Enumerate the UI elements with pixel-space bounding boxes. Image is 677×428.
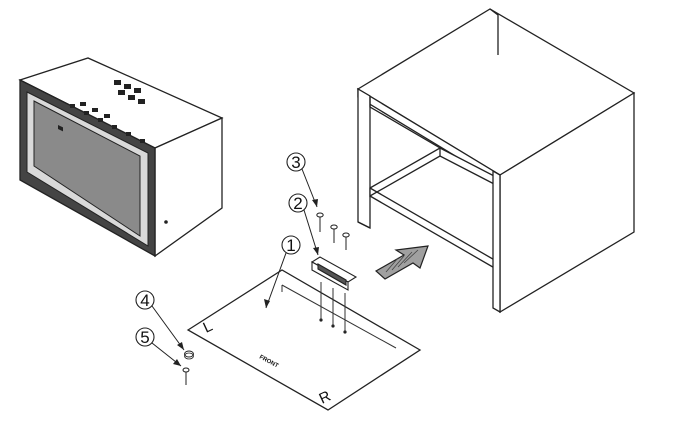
metal-bracket <box>310 256 358 291</box>
callout-1: 1 <box>264 235 301 309</box>
cabinet-back-edge <box>489 8 499 55</box>
callout-2-label: 2 <box>293 194 302 213</box>
bracket-slot <box>317 263 347 286</box>
tv-screen <box>33 100 141 237</box>
callout-2: 2 <box>288 193 319 256</box>
screw-3 <box>342 232 350 250</box>
callout-4: 4 <box>135 290 185 351</box>
cabinet-right-panel-edge <box>492 169 501 314</box>
tv-top-vents <box>58 104 145 143</box>
cabinet-left-bottom <box>357 221 371 229</box>
callout-5-label: 5 <box>140 328 149 347</box>
callout-4-label: 4 <box>140 291 149 310</box>
screw-2 <box>330 224 338 243</box>
template-sheet <box>186 269 422 411</box>
cap-part <box>184 350 194 360</box>
callout-3: 3 <box>286 152 318 208</box>
direction-arrow <box>374 245 429 280</box>
screw-1 <box>316 212 324 232</box>
mounting-template: L R FRONT <box>186 269 422 411</box>
cabinet-left-panel <box>357 87 371 230</box>
callout-1-label: 1 <box>286 236 295 255</box>
screws <box>316 212 350 332</box>
small-screw-part <box>182 367 190 385</box>
tv-side-dot <box>164 220 168 224</box>
cabinet-shelf-front-2 <box>369 195 499 271</box>
template-guide-line <box>281 284 397 349</box>
cabinet-shelf-front <box>369 187 499 263</box>
tv-top-buttons <box>80 80 145 118</box>
callout-3-label: 3 <box>291 153 300 172</box>
tv-unit <box>18 57 224 258</box>
callout-5: 5 <box>135 327 182 367</box>
arrow-hatching <box>385 249 419 273</box>
cabinet <box>356 8 636 314</box>
